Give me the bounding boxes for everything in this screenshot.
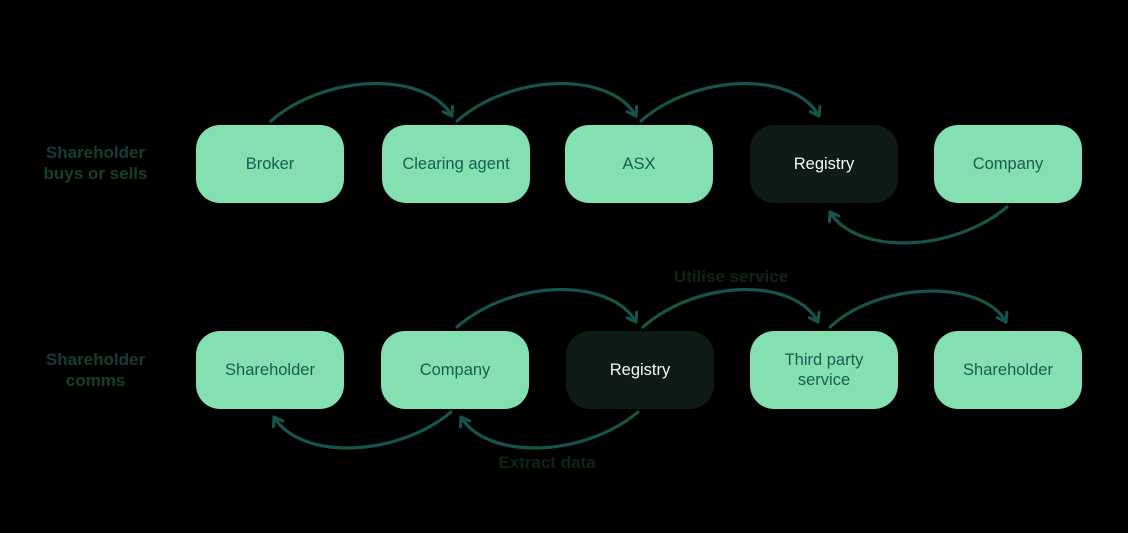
- node-label: Shareholder: [225, 361, 315, 379]
- arrow-company-to-registry-comms: [455, 288, 639, 329]
- node-shareholder-comms-right: Shareholder: [934, 331, 1082, 409]
- node-company-buys: Company: [934, 125, 1082, 203]
- row-label-line: buys or sells: [43, 164, 148, 183]
- node-label: Registry: [609, 361, 671, 379]
- arrow-clearing-agent-to-asx: [455, 82, 639, 123]
- annotation-extract-data: Extract data: [498, 453, 596, 472]
- node-registry-buys: Registry: [750, 125, 898, 203]
- node-label: Shareholder: [963, 361, 1053, 379]
- row-label-comms: Shareholder comms: [18, 349, 173, 391]
- node-label: Clearing agent: [402, 155, 510, 173]
- node-label: Company: [419, 361, 491, 379]
- arrow-company-to-shareholder-extract: [271, 410, 453, 450]
- node-third-party-service: Third party service: [750, 331, 898, 409]
- row-label-line: comms: [65, 371, 126, 390]
- node-label: Third party service: [784, 351, 864, 389]
- node-shareholder-comms-left: Shareholder: [196, 331, 344, 409]
- node-label: Broker: [245, 155, 295, 173]
- row-label-buys-or-sells: Shareholder buys or sells: [18, 142, 173, 184]
- node-registry-comms: Registry: [566, 331, 714, 409]
- node-asx: ASX: [565, 125, 713, 203]
- node-broker: Broker: [196, 125, 344, 203]
- arrow-broker-to-clearing-agent: [269, 82, 455, 123]
- arrow-registry-to-company-extract: [458, 410, 640, 450]
- row-label-line: Shareholder: [45, 143, 146, 162]
- node-clearing-agent: Clearing agent: [382, 125, 530, 203]
- annotation-utilise-service: Utilise service: [673, 267, 789, 286]
- arrow-asx-to-registry: [639, 82, 822, 123]
- node-label: Company: [972, 155, 1044, 173]
- node-label: Registry: [793, 155, 855, 173]
- arrow-company-to-registry-bottom: [827, 205, 1009, 245]
- arrow-registry-to-third-party: [641, 288, 821, 329]
- arrow-third-party-to-shareholder: [828, 289, 1009, 329]
- row-label-line: Shareholder: [45, 350, 146, 369]
- node-company-comms: Company: [381, 331, 529, 409]
- node-label: ASX: [622, 155, 656, 173]
